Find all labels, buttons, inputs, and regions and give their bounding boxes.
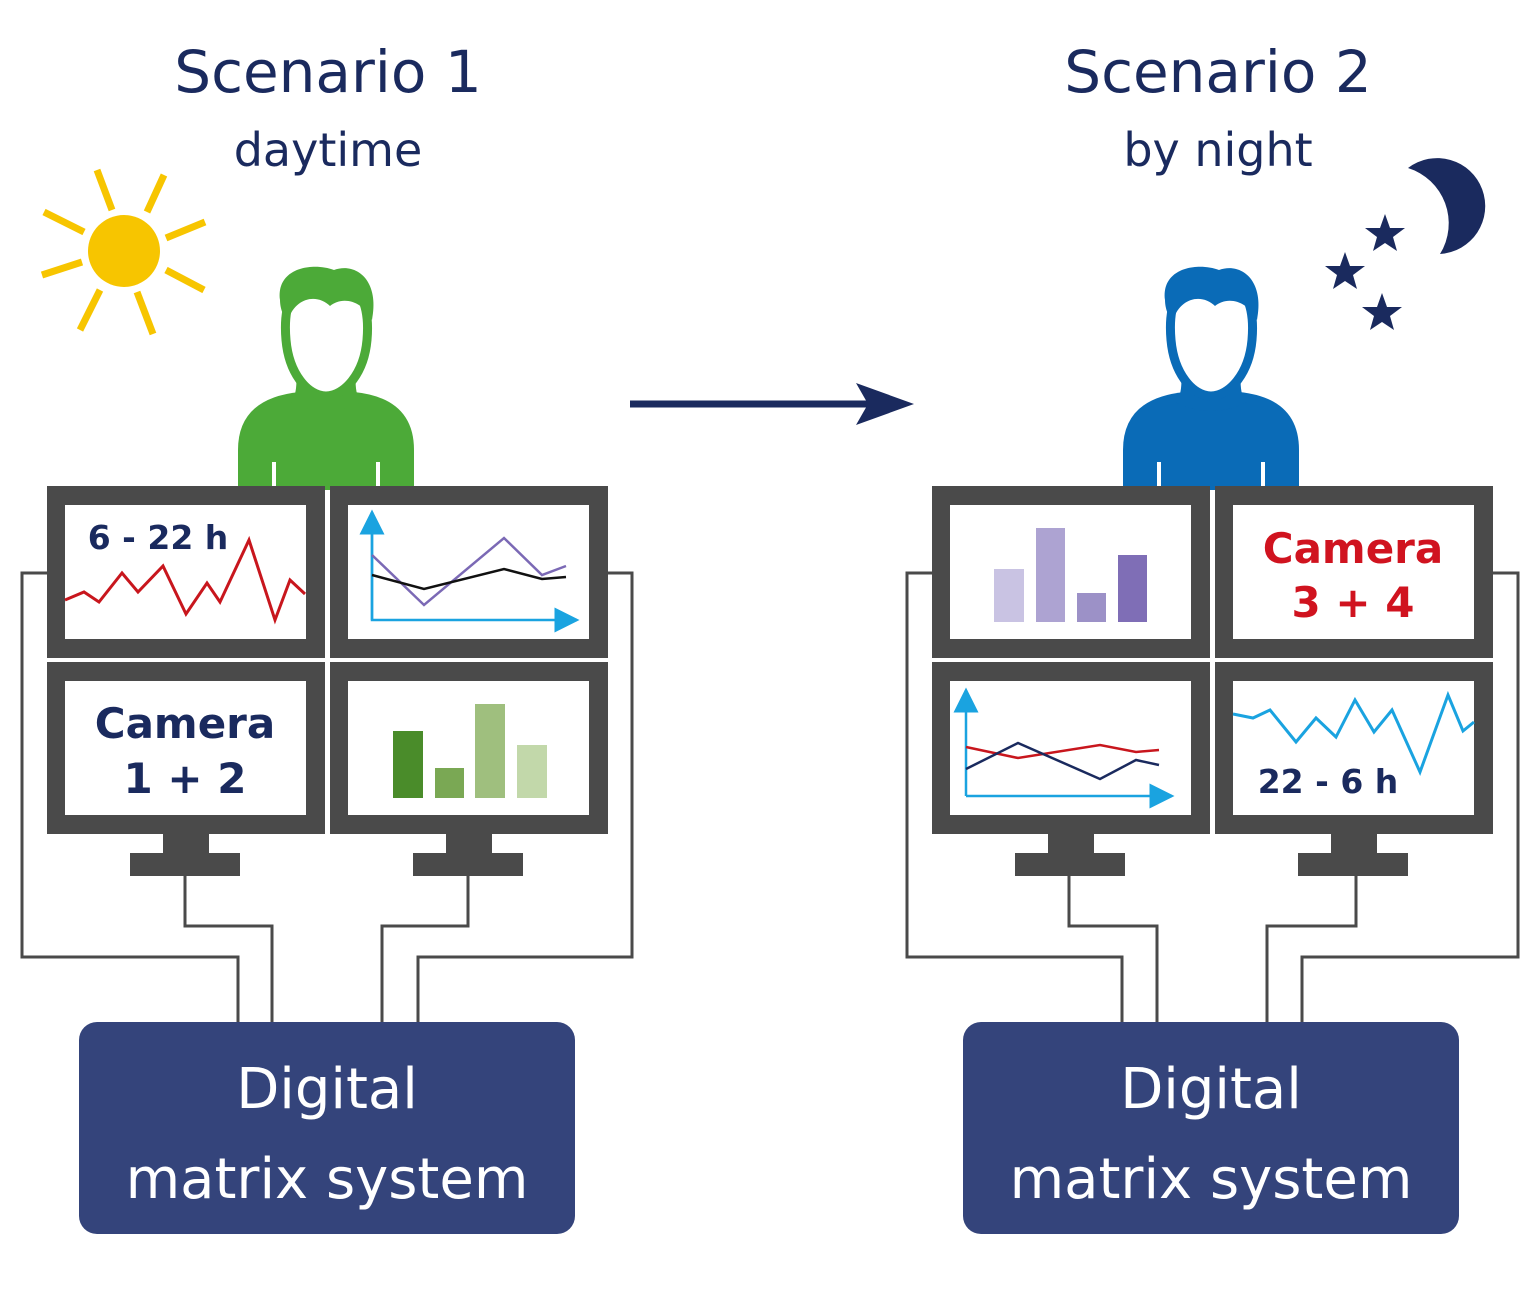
camera-label: Camera (95, 699, 275, 748)
star-icon (1365, 214, 1405, 251)
monitor-icon (47, 486, 608, 834)
bar-chart (393, 704, 547, 798)
star-icon (1362, 293, 1402, 330)
cables (20, 571, 634, 1025)
camera-label: Camera (1263, 524, 1443, 573)
monitor-icon (932, 486, 1493, 834)
monitor-stand (1015, 830, 1408, 876)
box-label-line2: matrix system (1010, 1147, 1413, 1212)
scenario-2: Scenario 2 by night (905, 38, 1520, 1234)
moon-icon (1408, 158, 1486, 254)
box-label-line1: Digital (236, 1057, 418, 1122)
arrow-icon (630, 383, 914, 425)
line-chart (64, 535, 307, 625)
box-label-line2: matrix system (126, 1147, 529, 1212)
line-chart (953, 687, 1175, 809)
line-chart (359, 509, 580, 633)
box-label-line1: Digital (1120, 1057, 1302, 1122)
person-icon (238, 266, 414, 490)
time-label: 22 - 6 h (1258, 762, 1399, 801)
scenario-2-subtitle: by night (1123, 123, 1312, 177)
camera-numbers: 1 + 2 (124, 754, 247, 803)
scenario-1: Scenario 1 daytime (20, 38, 634, 1234)
cables (905, 571, 1520, 1025)
sun-icon (40, 168, 207, 336)
star-icon (1325, 252, 1365, 289)
line-chart (1232, 690, 1475, 776)
digital-matrix-box (963, 1022, 1459, 1234)
scenario-1-subtitle: daytime (234, 123, 423, 177)
time-label: 6 - 22 h (88, 518, 229, 557)
bar-chart (994, 528, 1147, 622)
camera-numbers: 3 + 4 (1292, 578, 1415, 627)
scenario-2-title: Scenario 2 (1064, 38, 1371, 106)
scenario-1-title: Scenario 1 (174, 38, 481, 106)
digital-matrix-box (79, 1022, 575, 1234)
person-icon (1123, 266, 1299, 490)
monitor-stand (130, 830, 523, 876)
